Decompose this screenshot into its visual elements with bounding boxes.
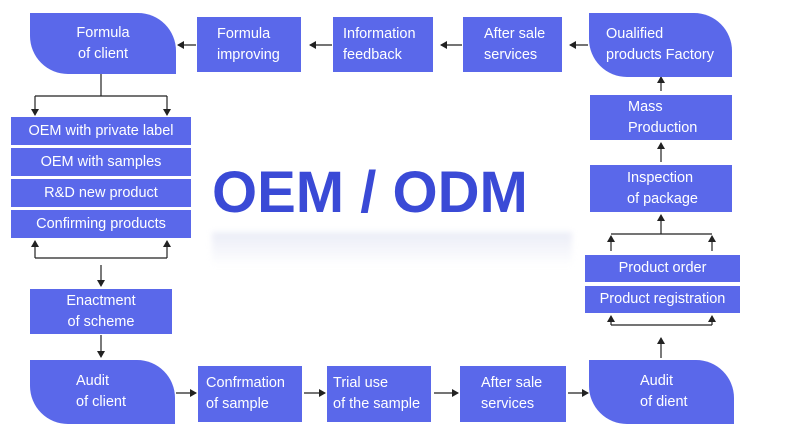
node-label-line: of client bbox=[76, 394, 126, 410]
diagram-title: OEM / ODM bbox=[212, 160, 528, 225]
node-label-line: Information bbox=[343, 25, 416, 42]
node-mass-production: Mass Production bbox=[590, 95, 732, 140]
title-reflection bbox=[212, 232, 572, 266]
node-confirmation-of-sample: Confrmation of sample bbox=[198, 366, 302, 422]
node-label-line: Product registration bbox=[599, 291, 726, 307]
node-label-line: services bbox=[484, 46, 538, 63]
node-enactment-of-scheme: Enactment of scheme bbox=[30, 289, 172, 334]
node-audit-of-client: Audit of client bbox=[30, 360, 175, 424]
node-qualified-products-factory: Oualified products Factory bbox=[589, 13, 732, 77]
node-label-line: Confrmation bbox=[206, 375, 285, 391]
node-product-registration: Product registration bbox=[585, 286, 740, 313]
node-label-line: improving bbox=[217, 46, 280, 63]
node-label-line: Audit bbox=[76, 373, 110, 389]
node-label-line: After sale bbox=[481, 375, 543, 391]
node-label-line: of client bbox=[78, 45, 128, 62]
node-label-line: Oualified bbox=[606, 26, 664, 42]
node-label-line: After sale bbox=[484, 25, 546, 42]
node-formula-of-client: Formula of client bbox=[30, 13, 176, 74]
node-label-line: Confirming products bbox=[36, 215, 166, 232]
node-label-line: Trial use bbox=[333, 375, 389, 391]
node-label-line: feedback bbox=[343, 46, 402, 63]
node-label-line: Product order bbox=[618, 260, 707, 276]
node-label-line: of dient bbox=[640, 394, 688, 410]
node-label-line: Formula bbox=[217, 25, 271, 42]
node-label-line: OEM with private label bbox=[28, 122, 174, 139]
node-formula-improving: Formula improving bbox=[197, 17, 301, 72]
node-oem-with-samples: OEM with samples bbox=[11, 148, 191, 176]
node-audit-of-dient: Audit of dient bbox=[589, 360, 734, 424]
node-rd-new-product: R&D new product bbox=[11, 179, 191, 207]
node-label-line: Production bbox=[628, 119, 698, 136]
node-information-feedback: Information feedback bbox=[333, 17, 433, 72]
node-label-line: Enactment bbox=[66, 292, 136, 309]
node-label-line: Audit bbox=[640, 373, 674, 389]
node-label-line: R&D new product bbox=[44, 184, 158, 201]
node-label-line: Formula bbox=[76, 24, 130, 41]
node-oem-private-label: OEM with private label bbox=[11, 117, 191, 145]
node-label-line: services bbox=[481, 396, 535, 412]
node-label-line: of the sample bbox=[333, 396, 421, 412]
node-after-sale-services-bottom: After sale services bbox=[460, 366, 566, 422]
node-label-line: products Factory bbox=[606, 47, 714, 63]
node-label-line: of sample bbox=[206, 396, 269, 412]
node-inspection-of-package: Inspection of package bbox=[590, 165, 732, 212]
node-product-order: Product order bbox=[585, 255, 740, 282]
node-confirming-products: Confirming products bbox=[11, 210, 191, 238]
node-trial-use-of-sample: Trial use of the sample bbox=[327, 366, 431, 422]
node-label-line: OEM with samples bbox=[40, 153, 162, 170]
node-label-line: Inspection bbox=[627, 169, 694, 186]
node-after-sale-services-top: After sale services bbox=[463, 17, 562, 72]
node-label-line: of package bbox=[627, 190, 698, 207]
node-label-line: Mass bbox=[628, 98, 663, 115]
node-label-line: of scheme bbox=[67, 313, 135, 330]
